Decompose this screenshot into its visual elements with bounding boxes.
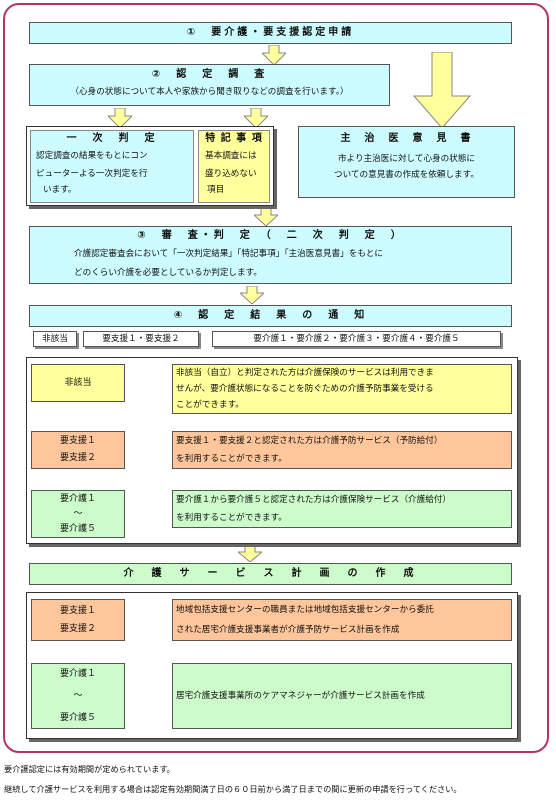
service-desc-line: 要支援１・要支援２と認定された方は介護予防サービス（予防給付） — [176, 436, 443, 446]
outer-frame — [3, 3, 549, 753]
plan-desc-care: 居宅介護支援事業所のケアマネジャーが介護サービス計画を作成 — [172, 663, 512, 729]
service-label-text: 非該当 — [64, 378, 92, 388]
step3-title: ③ 審 査・判 定 （ 二 次 判 定 ） — [137, 230, 404, 241]
care-plan-section: 要支援１ 要支援２ 地域包括支援センターの職員または地域包括支援センターから委託… — [26, 592, 518, 739]
service-desc-line: ことができます。 — [176, 400, 244, 410]
doctor-line: ついての意見書の作成を依頼します。 — [334, 170, 479, 180]
service-label-text: 要介護５ — [59, 523, 96, 534]
service-desc-line: 非該当（自立）と判定された方は介護保険のサービスは利用できま — [176, 368, 434, 378]
service-label-support: 要支援１ 要支援２ — [31, 431, 125, 469]
plan-label-text: 要介護１ — [59, 669, 96, 679]
services-section: 非該当 非該当（自立）と判定された方は介護保険のサービスは利用できま せんが、要… — [26, 357, 518, 544]
plan-label-support: 要支援１ 要支援２ — [31, 599, 125, 641]
primary-judgement-box: 一 次 判 定 認定調査の結果をもとにコン ピューターよる一次判定を行 います。 — [30, 130, 194, 203]
service-label-text: ～ — [73, 508, 83, 519]
plan-label-text: 要支援１ — [59, 606, 96, 616]
footer-note: 要介護認定には有効期間が定められています。 — [4, 764, 175, 774]
arrow-down-icon — [244, 108, 268, 128]
special-line: 基本調査には — [205, 151, 257, 161]
plan-label-text: 要介護５ — [59, 713, 96, 723]
step2-desc: （心身の状態について本人や家族から聞き取りなどの調査を行います。） — [70, 87, 349, 97]
service-label-text: 要支援１ — [59, 436, 96, 446]
service-label-not-applicable: 非該当 — [31, 364, 125, 402]
service-label-care: 要介護１ ～ 要介護５ — [31, 490, 125, 538]
footer-note: 継続して介護サービスを利用する場合は認定有効期間満了日の６０日前から満了日までの… — [4, 784, 462, 794]
special-notes-box: 特 記 事 項 基本調査には 盛り込めない 項目 — [198, 130, 270, 203]
arrow-down-icon — [254, 208, 278, 226]
plan-label-text: ～ — [73, 691, 83, 701]
arrow-down-icon — [108, 108, 132, 128]
plan-desc-line: 地域包括支援センターの職員または地域包括支援センターから委託 — [176, 605, 434, 615]
plan-label-text: 要支援２ — [59, 624, 96, 634]
service-desc-line: を利用することができます。 — [176, 513, 287, 523]
primary-line: ピューターよる一次判定を行 — [36, 169, 148, 179]
service-label-text: 要支援２ — [59, 453, 96, 463]
primary-title: 一 次 判 定 — [66, 133, 158, 144]
result-not-applicable: 非該当 — [33, 331, 77, 347]
service-desc-line: 要介護１から要介護５と認定された方は介護保険サービス（介護給付） — [176, 495, 452, 505]
step2-title: ② 認 定 調 査 — [151, 69, 268, 80]
service-desc-support: 要支援１・要支援２と認定された方は介護予防サービス（予防給付） を利用することが… — [172, 431, 512, 469]
result-care: 要介護１・要介護２・要介護３・要介護４・要介護５ — [212, 331, 501, 347]
primary-line: 認定調査の結果をもとにコン — [36, 151, 148, 161]
service-desc-not-applicable: 非該当（自立）と判定された方は介護保険のサービスは利用できま せんが、要介護状態… — [172, 364, 512, 414]
doctor-opinion-box: 主 治 医 意 見 書 市より主治医に対して心身の状態に ついての意見書の作成を… — [298, 126, 515, 198]
arrow-down-icon — [262, 45, 286, 65]
plan-desc-support: 地域包括支援センターの職員または地域包括支援センターから委託 された居宅介護支援… — [172, 599, 512, 641]
doctor-line: 市より主治医に対して心身の状態に — [337, 154, 476, 164]
step3-review: ③ 審 査・判 定 （ 二 次 判 定 ） 介護認定審査会において「一次判定結果… — [29, 226, 512, 284]
doctor-title: 主 治 医 意 見 書 — [340, 133, 473, 144]
service-desc-line: せんが、要介護状態になることを防ぐための介護予防事業を受ける — [176, 384, 434, 394]
arrow-down-large-icon — [412, 52, 472, 129]
special-line: 項目 — [207, 185, 225, 195]
arrow-down-icon — [240, 286, 264, 304]
plan-desc-line: 居宅介護支援事業所のケアマネジャーが介護サービス計画を作成 — [176, 690, 425, 701]
arrow-down-icon — [238, 546, 262, 562]
step2-survey: ② 認 定 調 査 （心身の状態について本人や家族から聞き取りなどの調査を行いま… — [29, 64, 390, 106]
service-label-text: 要介護１ — [59, 493, 96, 504]
result-support: 要支援１・要支援２ — [83, 331, 199, 347]
step3-line: どのくらい介護を必要としているか判定します。 — [74, 268, 262, 278]
primary-judgement-group: 一 次 判 定 認定調査の結果をもとにコン ピューターよる一次判定を行 います。… — [26, 126, 274, 206]
primary-line: います。 — [43, 185, 77, 195]
plan-desc-line: された居宅介護支援事業者が介護予防サービス計画を作成 — [176, 625, 400, 635]
plan-label-care: 要介護１ ～ 要介護５ — [31, 663, 125, 729]
step1-application: ① 要介護・要支援認定申請 — [29, 22, 512, 44]
care-plan-title: 介 護 サ ー ビ ス 計 画 の 作 成 — [29, 563, 512, 585]
service-desc-line: を利用することができます。 — [176, 454, 287, 464]
step3-line: 介護認定審査会において「一次判定結果」「特記事項」「主治医意見書」をもとに — [74, 249, 383, 259]
special-line: 盛り込めない — [205, 169, 257, 179]
service-desc-care: 要介護１から要介護５と認定された方は介護保険サービス（介護給付） を利用すること… — [172, 490, 512, 528]
special-title: 特 記 事 項 — [205, 133, 263, 144]
step4-notification: ④ 認 定 結 果 の 通 知 — [29, 305, 512, 327]
